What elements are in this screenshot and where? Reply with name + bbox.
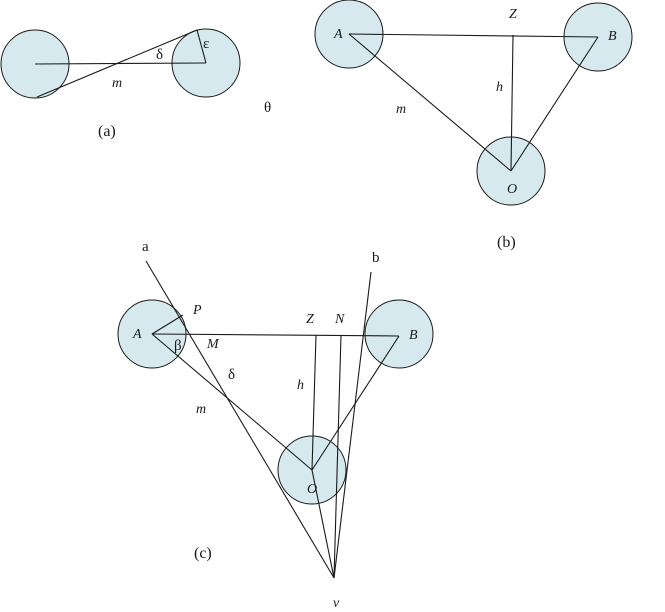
panel-c: A B O Z N P M β δ h m a b v (c) <box>117 239 434 611</box>
panel-c-label-a: A <box>132 327 142 342</box>
panel-b-label-m: m <box>396 102 406 117</box>
panel-a-delta-label: δ <box>156 47 163 63</box>
panel-c-label-m-point: M <box>206 337 220 352</box>
panel-b-label-z: Z <box>509 7 517 22</box>
panel-c-height-line <box>311 334 317 471</box>
panel-c-label-n: N <box>334 312 345 327</box>
panel-b-label-h: h <box>496 80 503 95</box>
panel-c-label-o: O <box>307 482 317 497</box>
panel-c-ov-line <box>311 469 335 579</box>
panel-b-label-o: O <box>507 182 517 197</box>
panel-b-caption: (b) <box>497 234 516 251</box>
panel-c-label-v: v <box>333 596 340 611</box>
panel-c-label-b: B <box>409 328 418 343</box>
panel-a-m-label: m <box>112 76 122 91</box>
panel-c-ao-line <box>151 333 313 471</box>
panel-a: δ ε m (a) <box>0 28 241 140</box>
panel-b-label-b: B <box>608 29 617 44</box>
panel-b-ao-line <box>348 33 512 172</box>
panel-b-bo-line <box>510 36 599 172</box>
panel-c-ap-radius <box>151 314 184 335</box>
panel-c-ray-b <box>333 271 372 579</box>
panel-c-nv-line <box>333 334 342 579</box>
panel-a-center-line <box>34 62 207 65</box>
panel-c-label-ray-b: b <box>372 250 380 266</box>
panel-b-height-line <box>510 34 514 172</box>
panel-a-caption: (a) <box>98 123 116 140</box>
panel-c-label-h: h <box>297 378 304 393</box>
panel-a-radius <box>196 29 207 64</box>
theta-label: θ <box>264 100 271 116</box>
panel-b-ab-line <box>348 33 599 38</box>
panel-c-disc-b <box>364 299 434 369</box>
panel-c-ab-line <box>151 333 400 337</box>
panel-b: A B O Z h m (b) <box>314 0 633 251</box>
panel-c-label-z: Z <box>306 312 314 327</box>
panel-c-delta-label: δ <box>228 367 235 383</box>
panel-b-label-a: A <box>333 27 343 42</box>
panel-c-label-m: m <box>196 402 206 417</box>
panel-c-beta-label: β <box>174 338 182 354</box>
panel-a-epsilon-label: ε <box>203 36 209 52</box>
panel-c-label-ray-a: a <box>142 239 149 255</box>
panel-c-ray-a <box>145 260 335 579</box>
panel-a-tangent-line <box>36 29 198 98</box>
panel-c-caption: (c) <box>194 545 212 562</box>
panel-c-label-p: P <box>192 303 202 318</box>
